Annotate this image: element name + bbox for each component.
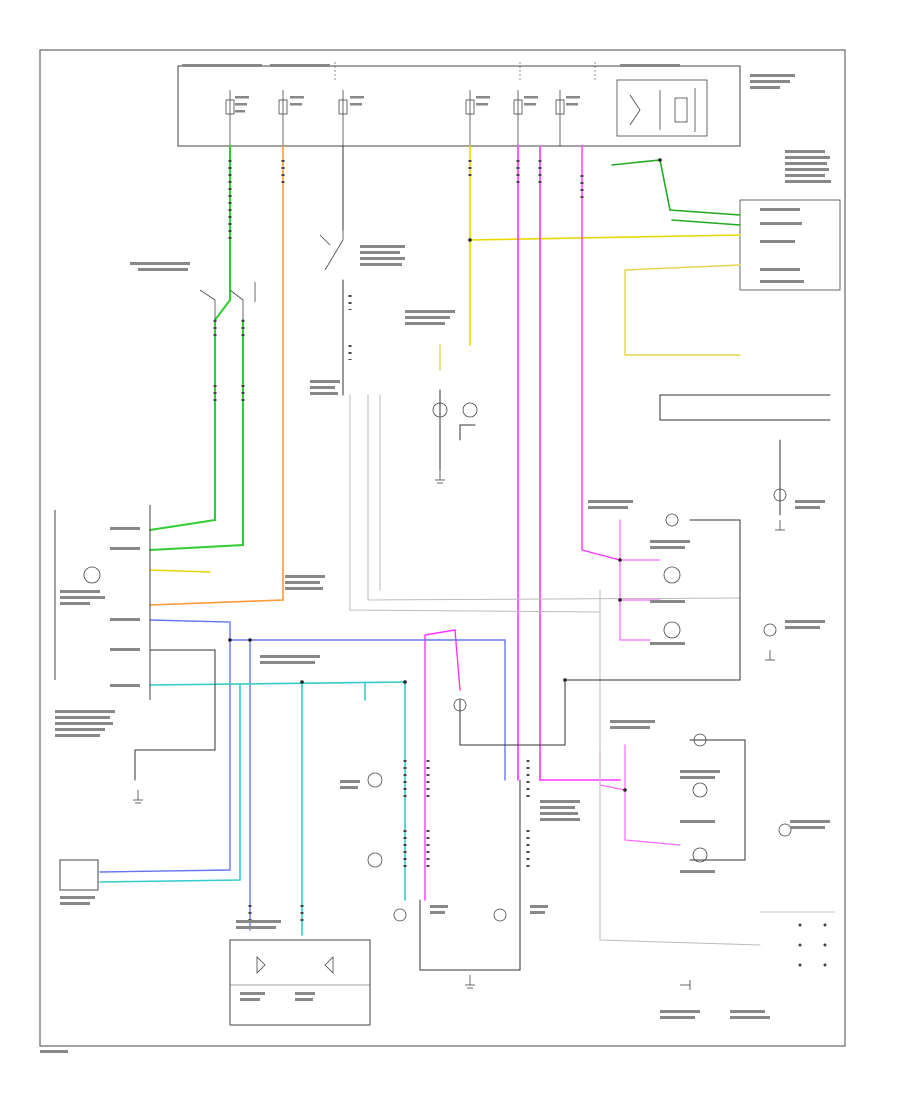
wire-green-1 (149, 145, 231, 531)
stop-lamp-switch (319, 230, 405, 271)
wire-orange (149, 145, 284, 606)
wire-pink-2 (539, 145, 621, 781)
instrument-cluster (229, 920, 371, 1026)
wire-gray (349, 394, 761, 946)
footer-code-mark (40, 1050, 68, 1053)
wire-black (134, 145, 831, 861)
wire-pink-3 (424, 145, 621, 901)
wire-yellow-1 (149, 145, 741, 573)
left-module (54, 505, 151, 737)
turn-signal-switch (130, 262, 256, 320)
fuse-block-top (177, 62, 795, 147)
switch-dots (760, 911, 835, 967)
wire-pink-4 (599, 519, 681, 846)
junction-dots (228, 158, 662, 792)
diagram-frame (39, 49, 846, 1047)
right-connector-block (739, 150, 841, 291)
wire-cyan (99, 681, 406, 936)
wire-green-2 (149, 319, 244, 551)
rear-lamp-assemblies (260, 310, 830, 1019)
hazard-switch (59, 859, 99, 905)
connector-markers (213, 160, 584, 925)
lamp-symbols (367, 402, 792, 922)
wire-black-2 (419, 389, 521, 971)
wire-yellow-2 (439, 264, 741, 371)
ground-symbols (133, 470, 785, 990)
wire-dkgreen (611, 159, 741, 226)
